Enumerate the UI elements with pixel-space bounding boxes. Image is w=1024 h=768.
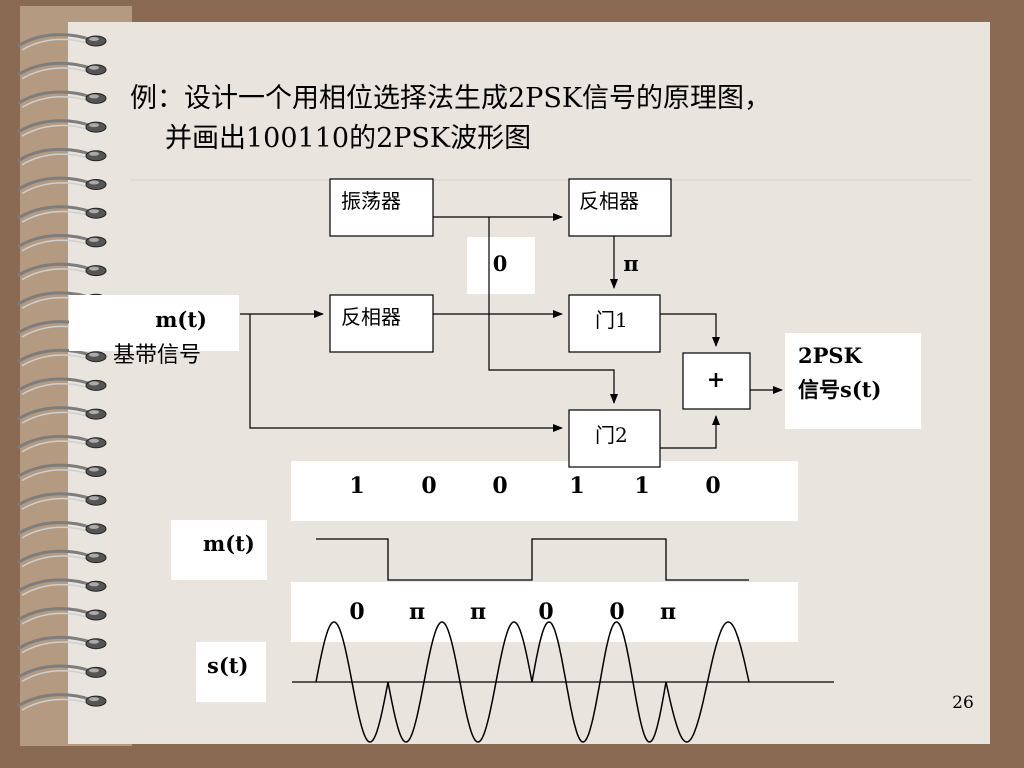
input-desc: 基带信号 [113, 343, 201, 368]
bit-label: 1 [634, 473, 649, 499]
inverter-top-label: 反相器 [579, 189, 639, 213]
inverter-mid-block: 反相器 [329, 294, 434, 353]
gate1-block: 门1 [568, 294, 661, 353]
bits-row-bg [291, 461, 798, 521]
phase-label: 0 [538, 599, 553, 625]
phase-label: π [470, 599, 486, 625]
inverter-mid-label: 反相器 [341, 305, 401, 329]
phase-zero-label: 0 [493, 251, 508, 276]
osc-to-gate2-arrow [488, 217, 618, 404]
output-label-bg [785, 333, 921, 429]
gate2-label: 门2 [595, 423, 628, 447]
phase-label: π [409, 599, 425, 625]
mt-label: m(t) [203, 531, 255, 556]
signal-lines [240, 213, 783, 449]
inverter-top-block: 反相器 [568, 178, 672, 237]
title-line-2: 并画出100110的2PSK波形图 [165, 123, 531, 154]
phases-row: 0 π π 0 0 π [349, 599, 676, 625]
phase-zero-label-bg [467, 237, 535, 294]
mt-waveform [316, 538, 749, 581]
oscillator-label: 振荡器 [341, 189, 401, 213]
spiral-binding-icon [17, 33, 107, 711]
bit-label: 1 [349, 473, 364, 499]
phase-label: 0 [609, 599, 624, 625]
gate2-to-adder-arrow [660, 415, 720, 449]
bits-row: 1 0 0 1 1 0 [349, 473, 720, 499]
adder-block: + [682, 352, 751, 410]
title-line-1: 例：设计一个用相位选择法生成2PSK信号的原理图， [130, 83, 771, 114]
bit-label: 0 [705, 473, 720, 499]
phases-row-bg [291, 582, 798, 642]
page-number: 26 [952, 693, 974, 713]
gate1-to-adder-arrow [660, 313, 720, 347]
phase-pi-label: π [623, 251, 638, 276]
gate1-label: 门1 [595, 308, 628, 332]
adder-label: + [707, 367, 725, 393]
bit-label: 0 [421, 473, 436, 499]
input-to-gate2-arrow [249, 314, 563, 432]
input-label-bg [69, 295, 239, 351]
phase-label: 0 [349, 599, 364, 625]
bit-label: 0 [492, 473, 507, 499]
st-label-bg [196, 642, 266, 702]
output-desc: 信号s(t) [798, 377, 881, 402]
oscillator-block: 振荡器 [329, 178, 434, 237]
st-waveform [315, 621, 750, 743]
phase-label: π [660, 599, 676, 625]
mt-label-bg [171, 520, 267, 580]
output-name: 2PSK [798, 343, 863, 368]
bit-label: 1 [569, 473, 584, 499]
input-name: m(t) [155, 307, 207, 332]
st-label: s(t) [207, 653, 248, 678]
gate2-block: 门2 [568, 409, 661, 468]
